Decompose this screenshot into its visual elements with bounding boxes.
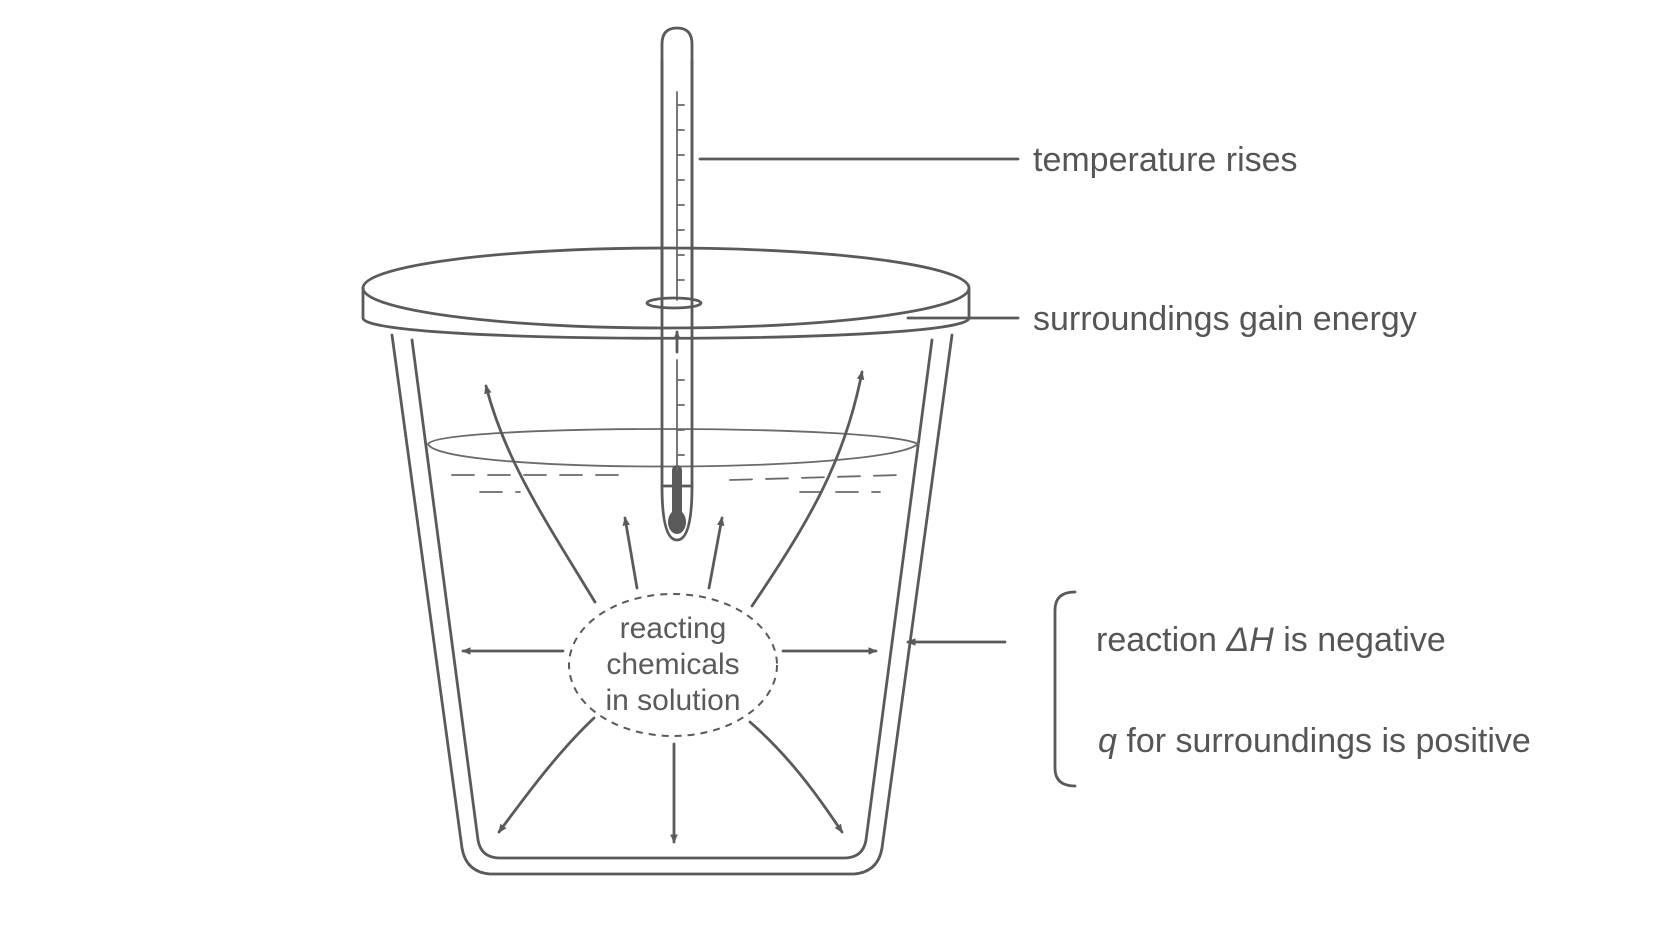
cup-lid xyxy=(361,58,971,340)
cup-outer-wall xyxy=(390,333,954,876)
thermometer xyxy=(660,26,694,542)
arrow-down-right xyxy=(748,720,844,834)
center-label-line-1: reacting xyxy=(620,612,727,645)
arrow-short-up-left xyxy=(622,516,639,590)
q-symbol: q xyxy=(1098,722,1117,760)
thermometer-scale xyxy=(676,91,685,471)
reaction-suffix: is negative xyxy=(1274,621,1446,659)
thermometer-bulb xyxy=(660,484,694,542)
arrow-short-up-right xyxy=(707,516,725,590)
cup-inner-wall xyxy=(410,338,934,860)
lid-top xyxy=(361,246,971,330)
lid-rim xyxy=(361,286,971,340)
arrow-down-left xyxy=(497,716,596,834)
lid-hole xyxy=(645,296,703,310)
label-temperature-rises: temperature rises xyxy=(1033,141,1298,179)
water-ripples xyxy=(451,474,901,493)
delta-h-symbol: ΔH xyxy=(1225,621,1274,659)
arrow-curve-up-right xyxy=(750,370,865,608)
reaction-prefix: reaction xyxy=(1096,621,1226,659)
reaction-zone xyxy=(568,593,778,737)
bracket xyxy=(1053,590,1077,788)
thermometer-tube xyxy=(660,26,694,488)
center-label-line-2: chemicals xyxy=(606,648,739,681)
thermometer-bulb-fill xyxy=(668,510,686,534)
arrow-curve-up-left xyxy=(484,384,597,604)
center-label-line-3: in solution xyxy=(605,684,740,717)
label-reaction-delta-h: reaction ΔH is negative xyxy=(1096,621,1446,659)
label-q-surroundings: q for surroundings is positive xyxy=(1098,722,1531,760)
label-surroundings-gain-energy: surroundings gain energy xyxy=(1033,300,1417,338)
energy-arrows xyxy=(461,330,1007,844)
q-suffix: for surroundings is positive xyxy=(1117,722,1531,760)
water-surface xyxy=(427,428,920,468)
